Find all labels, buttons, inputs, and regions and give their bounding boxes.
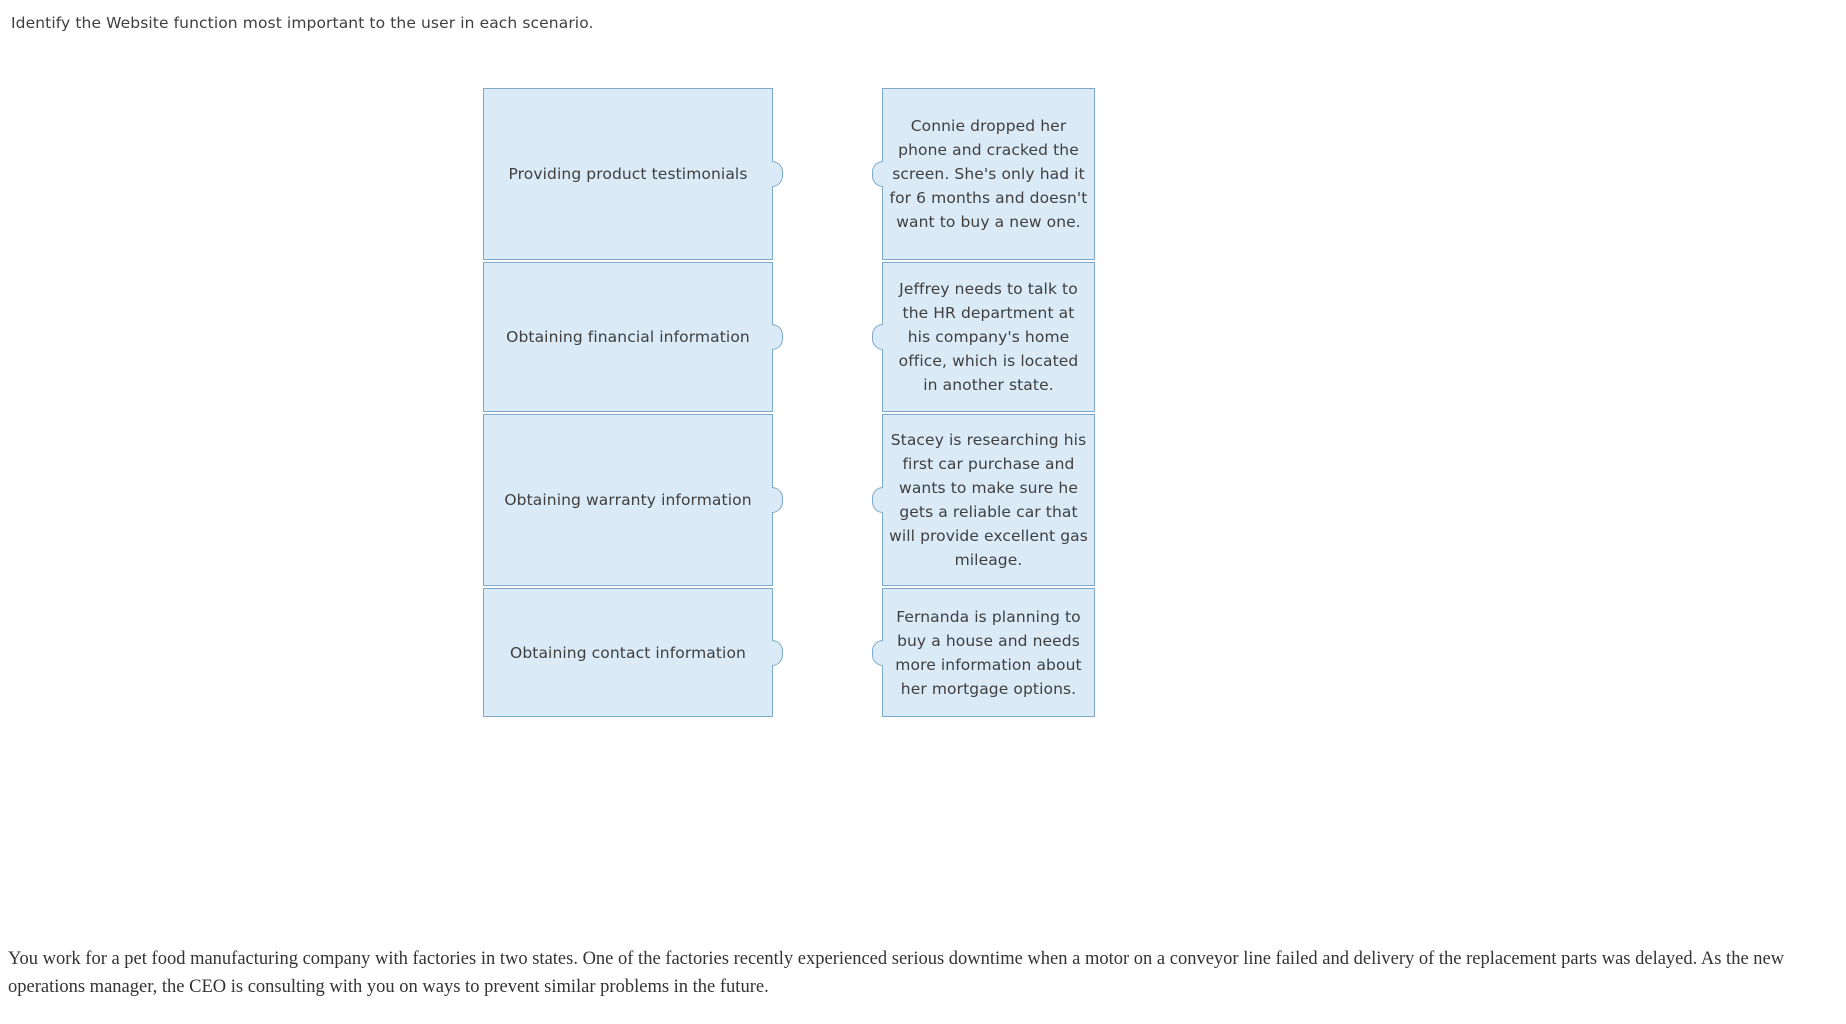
- scenarios-column: Connie dropped her phone and cracked the…: [872, 88, 1095, 717]
- option-label: Providing product testimonials: [508, 165, 748, 183]
- connector-knob-icon[interactable]: [771, 487, 783, 513]
- connector-socket-icon[interactable]: [872, 639, 884, 666]
- scenario-cell-1[interactable]: Connie dropped her phone and cracked the…: [872, 88, 1095, 260]
- option-label: Obtaining warranty information: [504, 491, 752, 509]
- scenario-cell-4[interactable]: Fernanda is planning to buy a house and …: [872, 588, 1095, 717]
- options-column: Providing product testimonials Obtaining…: [483, 88, 783, 717]
- scenario-text: Connie dropped her phone and cracked the…: [889, 117, 1088, 231]
- option-cell-4[interactable]: Obtaining contact information: [483, 588, 783, 717]
- option-cell-1[interactable]: Providing product testimonials: [483, 88, 783, 260]
- option-label: Obtaining contact information: [510, 643, 746, 662]
- option-cell-2[interactable]: Obtaining financial information: [483, 262, 783, 412]
- scenario-cell-3[interactable]: Stacey is researching his first car purc…: [872, 414, 1095, 586]
- scenario-text: Jeffrey needs to talk to the HR departme…: [898, 280, 1079, 394]
- connector-socket-icon[interactable]: [872, 161, 884, 187]
- option-cell-3[interactable]: Obtaining warranty information: [483, 414, 783, 586]
- scenario-cell-2[interactable]: Jeffrey needs to talk to the HR departme…: [872, 262, 1095, 412]
- scenario-text: Stacey is researching his first car purc…: [889, 431, 1088, 569]
- scenario-text: Fernanda is planning to buy a house and …: [895, 607, 1082, 698]
- connector-socket-icon[interactable]: [872, 487, 884, 513]
- connector-knob-icon[interactable]: [771, 639, 783, 666]
- connector-socket-icon[interactable]: [872, 324, 884, 350]
- case-passage: You work for a pet food manufacturing co…: [8, 949, 1785, 997]
- connector-knob-icon[interactable]: [771, 324, 783, 350]
- matching-exercise: Providing product testimonials Obtaining…: [0, 88, 1846, 728]
- connector-knob-icon[interactable]: [771, 161, 783, 187]
- option-label: Obtaining financial information: [506, 328, 750, 346]
- page-instruction: Identify the Website function most impor…: [11, 14, 594, 32]
